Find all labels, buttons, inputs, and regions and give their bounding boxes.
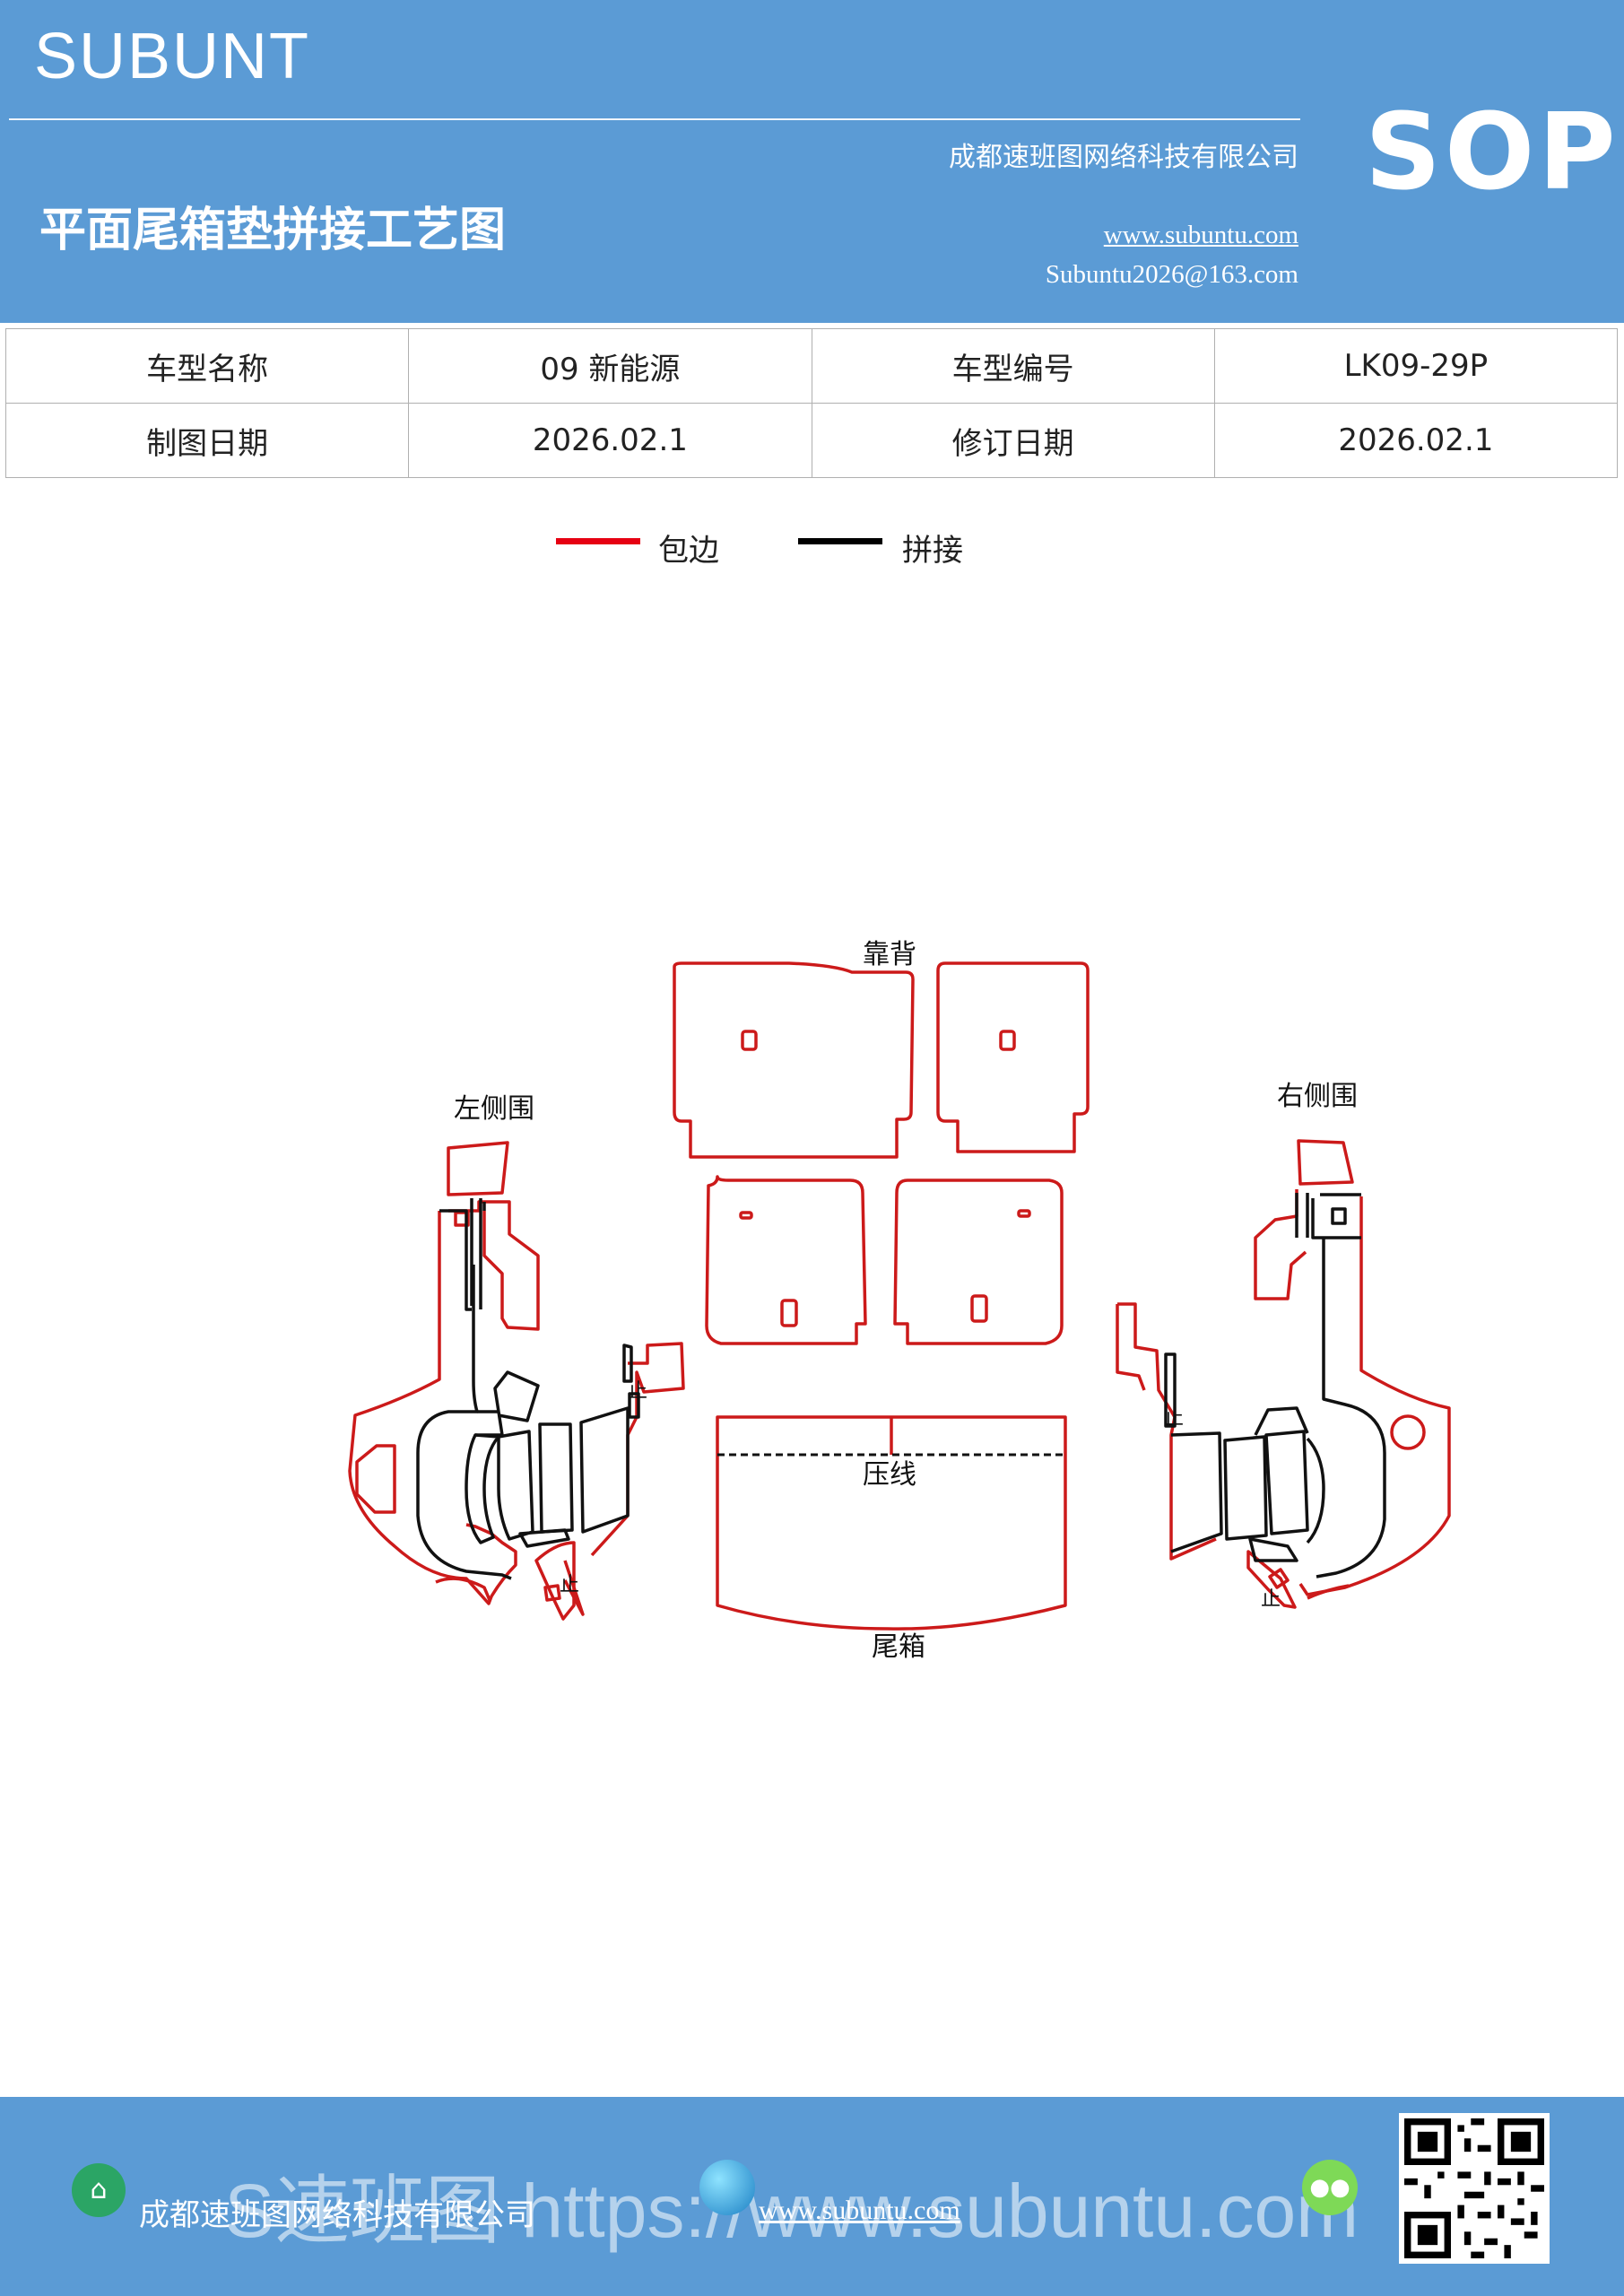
document-title: 平面尾箱垫拼接工艺图 [39,204,507,257]
footer-banner: S速班图 https://www.subuntu.com ⌂ 成都速班图网络科技… [0,2097,1624,2296]
wechat-icon: ●● [1302,2160,1358,2215]
legend-label-edge: 包边 [658,533,719,569]
email-address[interactable]: Subuntu2026@163.com [1045,260,1298,289]
company-building-icon: ⌂ [72,2163,126,2217]
header-banner: SUBUNT 平面尾箱垫拼接工艺图 成都速班图网络科技有限公司 www.subu… [0,0,1624,323]
qr-code [1399,2113,1550,2264]
table-cell-value: 09 新能源 [408,328,812,404]
table-cell-label: 修订日期 [811,403,1215,478]
backrest-panels [673,961,1090,1159]
header-divider [9,118,1300,120]
table-cell-value: 2026.02.1 [1213,403,1619,478]
crease-label: 压线 [863,1459,916,1491]
table-row: 车型名称 09 新能源 车型编号 LK09-29P [4,328,1619,404]
company-name: 成都速班图网络科技有限公司 [949,142,1298,173]
website-link[interactable]: www.subuntu.com [1103,221,1298,249]
left-side-label: 左侧围 [454,1093,534,1125]
table-row: 制图日期 2026.02.1 修订日期 2026.02.1 [4,403,1619,478]
table-cell-value: LK09-29P [1213,328,1619,404]
stop-mark: 止 [628,1380,647,1403]
legend-swatch-seam [798,538,882,544]
table-cell-label: 车型名称 [4,328,410,404]
footer-watermark: S速班图 https://www.subuntu.com [224,2169,1359,2253]
legend-swatch-edge [556,538,640,544]
sop-badge: SOP [1365,90,1620,213]
table-cell-label: 车型编号 [811,328,1215,404]
legend-label-seam: 拼接 [902,533,963,569]
footer-company-name: 成都速班图网络科技有限公司 [139,2197,535,2233]
trunk-panel [716,1415,1067,1631]
globe-icon [699,2160,755,2215]
stop-mark: 止 [560,1574,579,1596]
table-cell-value: 2026.02.1 [408,403,812,478]
vehicle-info-table: 车型名称 09 新能源 车型编号 LK09-29P 制图日期 2026.02.1… [4,328,1619,478]
footer-website-link[interactable]: www.subuntu.com [759,2196,960,2225]
right-side-panel [1116,1139,1451,1609]
stop-mark: 止 [1164,1407,1184,1430]
trunk-label: 尾箱 [872,1631,925,1663]
left-side-panel [348,1141,685,1621]
legend: 包边 拼接 [0,526,1624,570]
seat-panels [705,1175,1064,1345]
brand-name: SUBUNT [34,21,311,92]
mat-pattern-diagram: 靠背 左侧围 右侧围 压线 尾箱 止 止 止 止 [348,939,1451,1663]
stop-mark: 止 [1261,1588,1281,1611]
qr-code-icon [1404,2118,1544,2258]
right-side-label: 右侧围 [1277,1081,1358,1112]
backrest-label: 靠背 [863,939,916,970]
table-cell-label: 制图日期 [4,403,410,478]
